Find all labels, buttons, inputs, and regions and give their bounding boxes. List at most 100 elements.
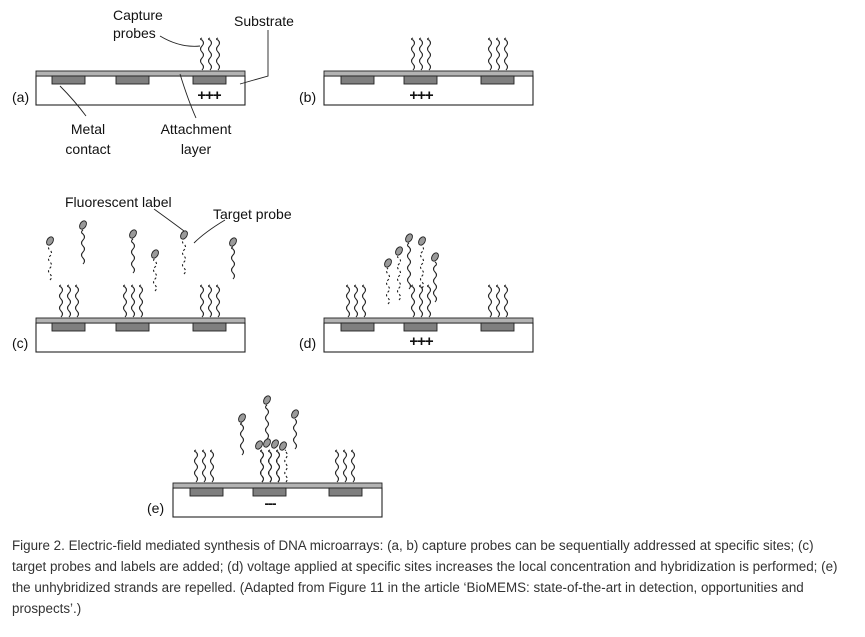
attachment-layer <box>35 317 246 324</box>
capture-probe-strand <box>122 284 128 318</box>
target-probe-strand <box>396 255 402 301</box>
target-probe-strand <box>181 239 187 275</box>
panel-label-d: (d) <box>299 335 316 351</box>
target-probe <box>129 229 137 274</box>
capture-probe-strand <box>138 284 144 318</box>
capture-probe-strand <box>418 37 424 71</box>
panel-label-a: (a) <box>12 89 29 105</box>
fluorescent-label-dot <box>418 236 426 246</box>
fluorescent-label-dot <box>255 440 263 450</box>
target-probe <box>238 413 246 456</box>
target-probe-strand <box>239 422 245 456</box>
capture-probe-strand <box>130 284 136 318</box>
capture-probe-strand <box>215 37 221 71</box>
capture-probe-cluster <box>199 284 221 318</box>
figure-caption: Figure 2. Electric-field mediated synthe… <box>12 538 838 616</box>
capture-probe-strand <box>334 449 340 483</box>
substrate-label: Substrate <box>234 13 294 29</box>
attachment-layer <box>323 70 534 77</box>
capture-probe-cluster <box>122 284 144 318</box>
capture-probe-cluster <box>58 284 80 318</box>
leader-substrate <box>239 30 269 85</box>
target-probe <box>46 236 54 281</box>
capture-probe-strand <box>207 284 213 318</box>
capture-probe-strand <box>353 284 359 318</box>
metal-contact <box>403 322 438 332</box>
attachment-layer <box>323 317 534 324</box>
capture-probe-cluster <box>487 37 509 71</box>
target-probe-strand <box>432 261 438 303</box>
fluorescent-label-dot <box>384 258 392 268</box>
target-probe-strand <box>152 258 158 292</box>
target-probe <box>180 230 188 275</box>
capture-probe-cluster <box>193 449 215 483</box>
target-probe-strand <box>80 229 86 265</box>
target-probe <box>263 395 271 440</box>
microarray-device: +++ <box>35 70 246 106</box>
hybridized-target-strand <box>268 449 272 483</box>
target-probe-strand <box>130 238 136 274</box>
metal-contact <box>189 487 224 497</box>
fluorescent-label-dot <box>46 236 54 246</box>
positive-charge: +++ <box>409 333 434 350</box>
positive-charge: +++ <box>409 87 434 104</box>
capture-probe-cluster <box>410 37 432 71</box>
leader-attachment-layer <box>179 73 197 119</box>
target-probe <box>405 233 413 290</box>
metal-contact <box>115 75 150 85</box>
capture-probe-strand <box>426 284 432 318</box>
target-probe-strand <box>230 246 236 280</box>
hybridized-target-strand <box>284 449 288 483</box>
target-probe <box>79 220 87 265</box>
capture-probe-strand <box>74 284 80 318</box>
fluorescent-label-dot <box>129 229 137 239</box>
target-probe-strand <box>385 267 391 305</box>
leader-metal-contact <box>59 85 87 117</box>
capture-probe-strand <box>58 284 64 318</box>
fluorescent-label-dot <box>271 439 279 449</box>
capture-probe-strand <box>209 449 215 483</box>
positive-charge: +++ <box>197 87 222 104</box>
panel-label-b: (b) <box>299 89 316 105</box>
capture-probe-strand <box>361 284 367 318</box>
microarray-device: --- <box>172 482 383 518</box>
panel-label-c: (c) <box>12 335 28 351</box>
capture-probe-strand <box>410 284 416 318</box>
capture-probes-label-line2: probes <box>113 25 156 41</box>
metal-contact <box>192 75 227 85</box>
metal-contact <box>403 75 438 85</box>
metal-contact-label-line2: contact <box>65 141 110 157</box>
negative-charge: --- <box>265 495 277 511</box>
leader-lines <box>59 30 269 244</box>
target-probe-strand <box>406 242 412 290</box>
target-probe-strand <box>47 245 53 281</box>
fluorescent-label-dot <box>79 220 87 230</box>
capture-probe-strand <box>503 37 509 71</box>
metal-contact <box>340 322 375 332</box>
capture-probe-strand <box>410 37 416 71</box>
attachment-layer-label-line2: layer <box>181 141 212 157</box>
leader-fluorescent-label <box>153 208 185 232</box>
fluorescent-label-dot <box>238 413 246 423</box>
metal-contact <box>480 75 515 85</box>
attachment-layer <box>172 482 383 489</box>
panel-label-e: (e) <box>147 500 164 516</box>
capture-probe-strand <box>193 449 199 483</box>
metal-contact <box>328 487 363 497</box>
target-probe <box>395 246 403 301</box>
capture-probe-strand <box>487 284 493 318</box>
metal-contact-label-line1: Metal <box>71 121 105 137</box>
capture-probe-cluster <box>334 449 356 483</box>
capture-probe-strand <box>342 449 348 483</box>
fluorescent-label-dot <box>229 237 237 247</box>
metal-contact <box>115 322 150 332</box>
target-probe <box>291 409 299 450</box>
fluorescent-label-dot <box>263 395 271 405</box>
fluorescent-label-dot <box>151 249 159 259</box>
capture-probes-label-line1: Capture <box>113 7 163 23</box>
capture-probe-strand <box>495 284 501 318</box>
leader-capture-probes <box>159 35 201 47</box>
target-probe <box>384 258 392 305</box>
microarray-diagram: +++ +++ +++ --- Capture probes Substrate Me… <box>12 7 534 518</box>
target-probe <box>229 237 237 280</box>
